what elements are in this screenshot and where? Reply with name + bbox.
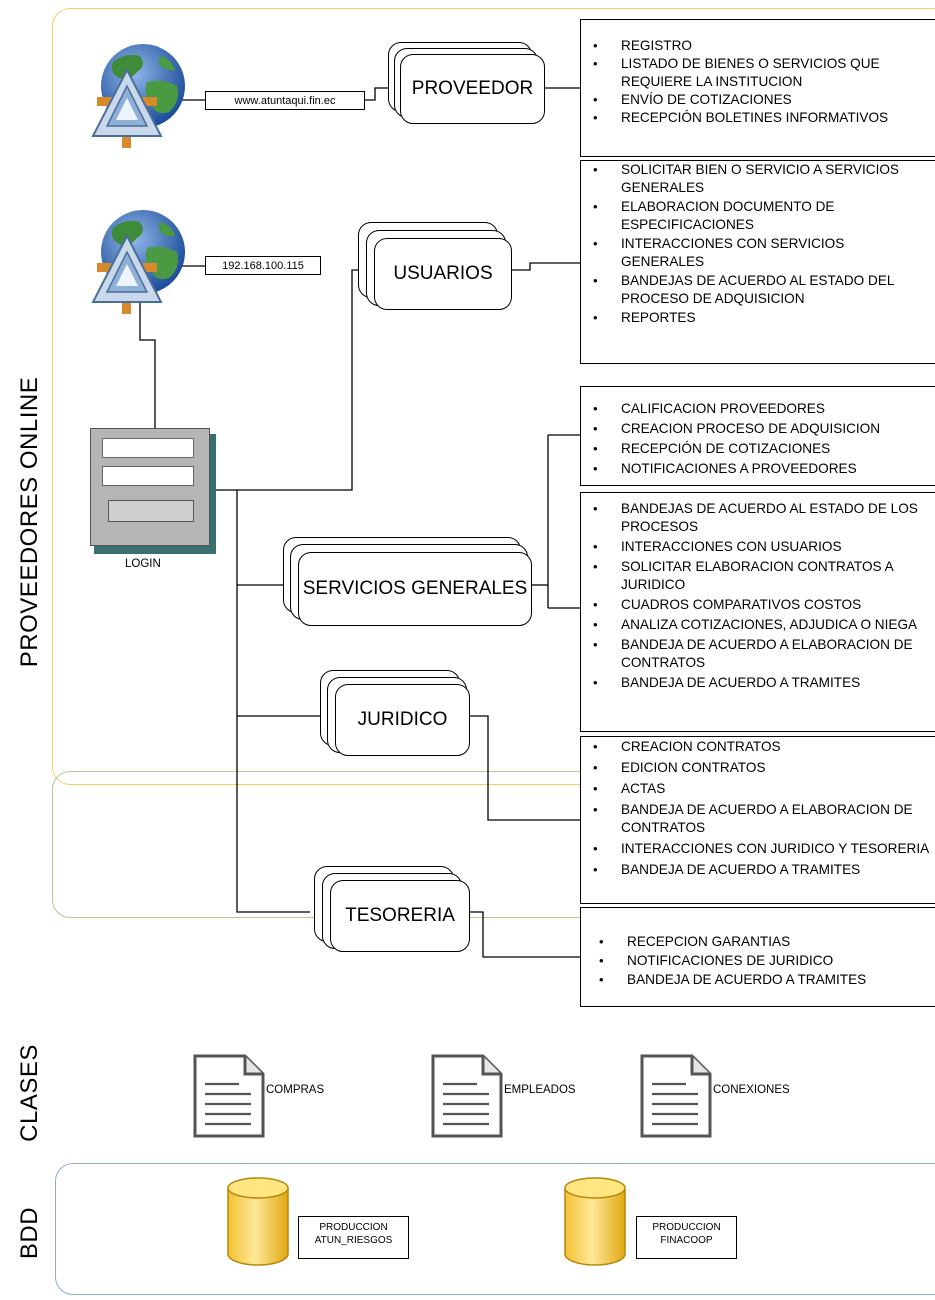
class-label-empleados: EMPLEADOS xyxy=(504,1084,576,1096)
globe-icon xyxy=(91,44,185,148)
list-item: BANDEJAS DE ACUERDO AL ESTADO DE LOS PRO… xyxy=(593,500,931,536)
list-item: NOTIFICACIONES A PROVEEDORES xyxy=(593,459,931,479)
database-label-line: PRODUCCION xyxy=(319,1222,388,1233)
list-proveedor: REGISTRO LISTADO DE BIENES O SERVICIOS Q… xyxy=(580,19,935,157)
list-item: BANDEJA DE ACUERDO A TRAMITES xyxy=(599,970,931,989)
list-juridico: CREACION CONTRATOS EDICION CONTRATOS ACT… xyxy=(580,736,935,904)
list-item: CREACION PROCESO DE ADQUISICION xyxy=(593,419,931,439)
role-servicios-generales: SERVICIOS GENERALES xyxy=(298,552,532,626)
list-item: LISTADO DE BIENES O SERVICIOS QUE REQUIE… xyxy=(593,55,931,91)
list-item: BANDEJA DE ACUERDO A ELABORACION DE CONT… xyxy=(593,801,931,837)
document-icon xyxy=(640,1054,712,1138)
list-item: BANDEJAS DE ACUERDO AL ESTADO DEL PROCES… xyxy=(593,272,931,308)
login-label: LOGIN xyxy=(125,558,161,570)
database-label-line: PRODUCCION xyxy=(652,1222,721,1233)
list-item: INTERACCIONES CON SERVICIOS GENERALES xyxy=(593,235,931,271)
list-item: BANDEJA DE ACUERDO A TRAMITES xyxy=(593,674,931,692)
role-tesoreria: TESORERIA xyxy=(330,880,470,952)
list-item: REGISTRO xyxy=(593,37,931,55)
lane-clases xyxy=(52,771,935,918)
list-item: CUADROS COMPARATIVOS COSTOS xyxy=(593,596,931,614)
list-item: RECEPCION GARANTIAS xyxy=(599,932,931,951)
role-juridico: JURIDICO xyxy=(335,684,470,756)
list-tesoreria: RECEPCION GARANTIAS NOTIFICACIONES DE JU… xyxy=(580,907,935,1007)
lane-proveedores-online xyxy=(52,8,935,785)
list-item: RECEPCIÓN DE COTIZACIONES xyxy=(593,439,931,459)
list-item: INTERACCIONES CON USUARIOS xyxy=(593,538,931,556)
list-item: NOTIFICACIONES DE JURIDICO xyxy=(599,951,931,970)
list-item: RECEPCIÓN BOLETINES INFORMATIVOS xyxy=(593,109,931,127)
lane-bdd xyxy=(55,1163,935,1295)
document-icon xyxy=(193,1054,265,1138)
list-item: ENVÍO DE COTIZACIONES xyxy=(593,91,931,109)
globe-icon xyxy=(91,210,185,314)
database-label-box: PRODUCCION FINACOOP xyxy=(636,1216,737,1259)
list-item: EDICION CONTRATOS xyxy=(593,759,931,777)
database-icon xyxy=(227,1177,289,1266)
public-url-box: www.atuntaqui.fin.ec xyxy=(205,91,365,110)
list-servicios-a: CALIFICACION PROVEEDORES CREACION PROCES… xyxy=(580,386,935,486)
database-label-box: PRODUCCION ATUN_RIESGOS xyxy=(298,1216,409,1259)
database-icon xyxy=(564,1177,626,1266)
role-usuarios: USUARIOS xyxy=(374,238,512,310)
list-item: ANALIZA COTIZACIONES, ADJUDICA O NIEGA xyxy=(593,616,931,634)
role-proveedor: PROVEEDOR xyxy=(400,54,545,124)
list-item: ELABORACION DOCUMENTO DE ESPECIFICACIONE… xyxy=(593,198,931,234)
list-servicios-b: BANDEJAS DE ACUERDO AL ESTADO DE LOS PRO… xyxy=(580,492,935,732)
list-item: BANDEJA DE ACUERDO A TRAMITES xyxy=(593,861,931,879)
login-form-icon xyxy=(90,428,216,554)
list-item: INTERACCIONES CON JURIDICO Y TESORERIA xyxy=(593,840,931,858)
list-item: CALIFICACION PROVEEDORES xyxy=(593,399,931,419)
list-item: SOLICITAR ELABORACION CONTRATOS A JURIDI… xyxy=(593,558,931,594)
list-item: ACTAS xyxy=(593,780,931,798)
class-label-compras: COMPRAS xyxy=(266,1084,325,1096)
list-item: CREACION CONTRATOS xyxy=(593,738,931,756)
intranet-url-box: 192.168.100.115 xyxy=(205,256,321,275)
database-label-line: FINACOOP xyxy=(660,1235,713,1246)
list-item: BANDEJA DE ACUERDO A ELABORACION DE CONT… xyxy=(593,636,931,672)
list-usuarios: SOLICITAR BIEN O SERVICIO A SERVICIOS GE… xyxy=(580,160,935,364)
list-item: SOLICITAR BIEN O SERVICIO A SERVICIOS GE… xyxy=(593,161,931,197)
document-icon xyxy=(431,1054,503,1138)
database-label-line: ATUN_RIESGOS xyxy=(314,1235,393,1246)
class-label-conexiones: CONEXIONES xyxy=(713,1084,790,1096)
list-item: REPORTES xyxy=(593,309,931,327)
